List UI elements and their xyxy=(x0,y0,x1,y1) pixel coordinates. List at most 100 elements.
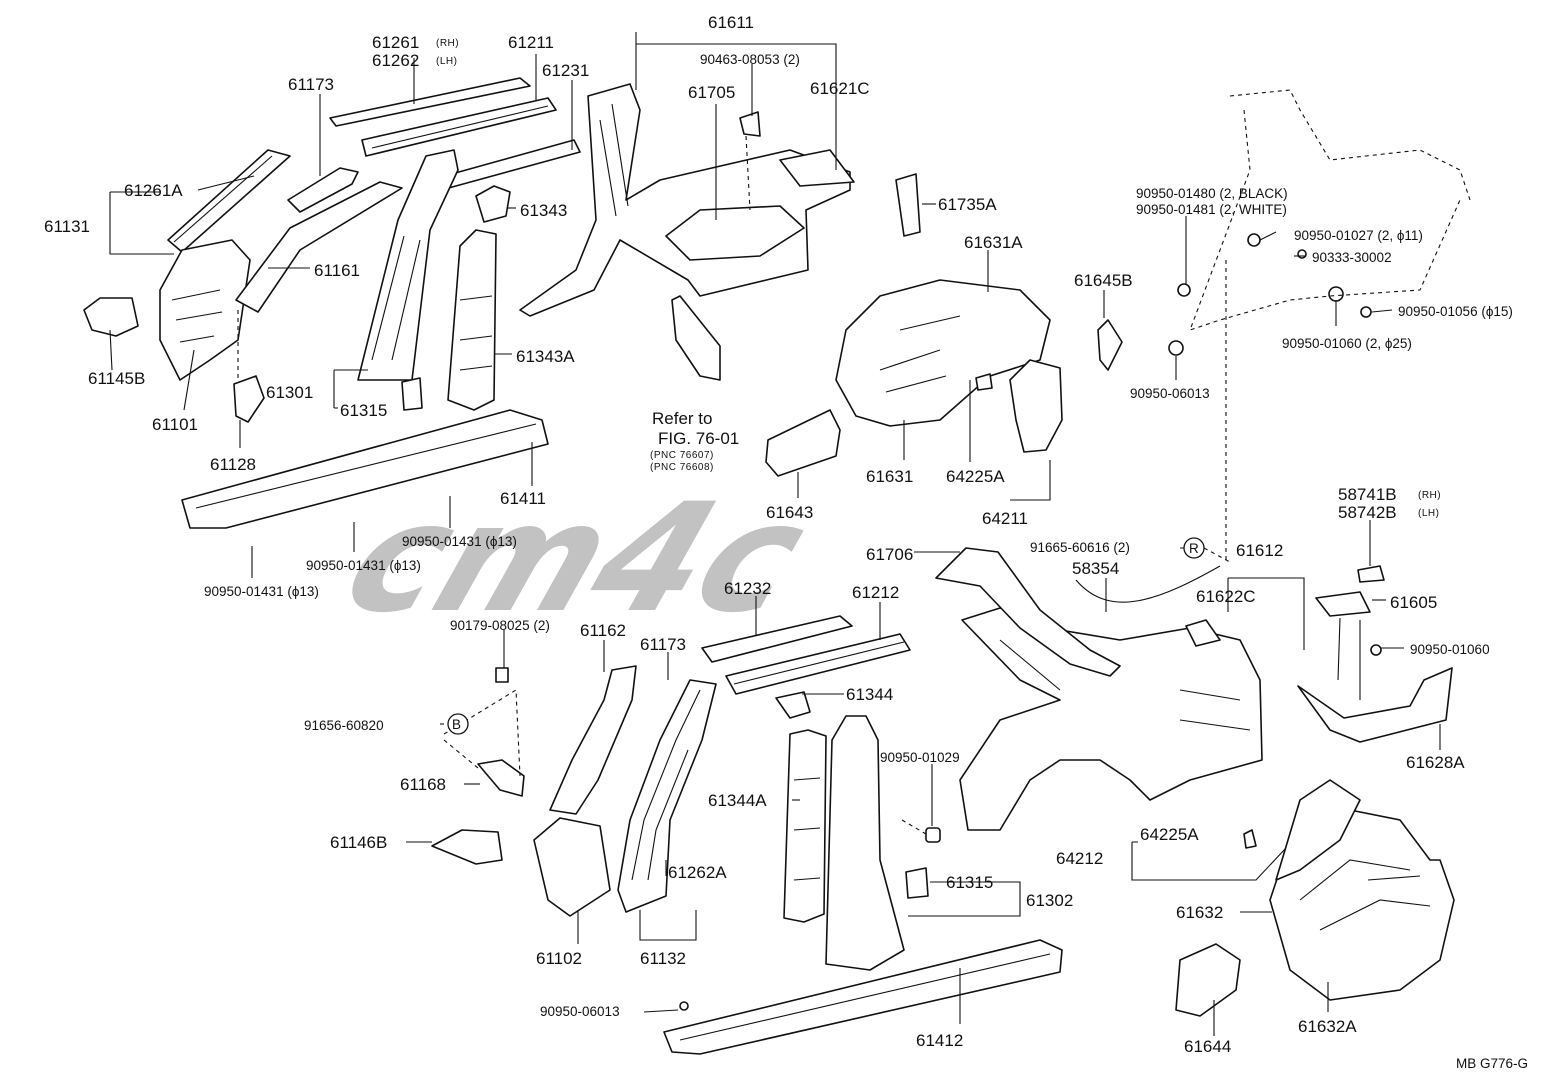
cable-58354 xyxy=(1075,565,1221,603)
label-61632a: 61632A xyxy=(1298,1017,1357,1036)
wheelhouse-61632A xyxy=(1275,779,1361,881)
label-61301: 61301 xyxy=(266,383,313,402)
quarter-outer-61612 xyxy=(959,607,1263,831)
label-64225a-bottom: 64225A xyxy=(1140,825,1199,844)
label-61161: 61161 xyxy=(314,261,360,280)
label-61644: 61644 xyxy=(1184,1037,1231,1056)
pillar-61343A xyxy=(447,229,497,411)
label-61643: 61643 xyxy=(766,503,813,522)
label-61211: 61211 xyxy=(508,33,554,52)
rail-61232 xyxy=(701,615,853,663)
label-90950-01027: 90950-01027 (2, ϕ11) xyxy=(1294,228,1423,243)
label-58354: 58354 xyxy=(1072,559,1119,578)
label-61705: 61705 xyxy=(688,83,735,102)
label-90950-01481: 90950-01481 (2, WHITE) xyxy=(1136,202,1287,217)
label-90179: 90179-08025 (2) xyxy=(450,618,550,633)
label-64211: 64211 xyxy=(982,509,1028,528)
label-61612: 61612 xyxy=(1236,541,1283,560)
panel-61643 xyxy=(765,409,841,477)
floor-61705 xyxy=(665,205,805,261)
plug-90950-06013b xyxy=(679,1001,689,1011)
label-61605: 61605 xyxy=(1390,593,1437,612)
part-labels: 61261 (RH) 61262 (LH) 61211 61611 90463-… xyxy=(44,13,1528,1071)
label-90950-01056: 90950-01056 (ϕ15) xyxy=(1398,304,1513,319)
label-61411: 61411 xyxy=(500,489,546,508)
center-pillar-61301 xyxy=(357,149,459,381)
label-64212: 64212 xyxy=(1056,849,1103,868)
label-61611: 61611 xyxy=(708,13,754,32)
label-90950-01480: 90950-01480 (2, BLACK) xyxy=(1136,186,1288,201)
bracket-58741B xyxy=(1357,565,1385,583)
refer-line-4: (PNC 76608) xyxy=(650,462,714,473)
label-61622c: 61622C xyxy=(1196,587,1256,606)
rail-61212 xyxy=(725,633,911,695)
label-61344: 61344 xyxy=(846,685,893,704)
bracket-61344 xyxy=(775,691,811,719)
label-61128: 61128 xyxy=(210,455,256,474)
label-61173-top: 61173 xyxy=(288,75,334,94)
part-drawings xyxy=(83,77,1471,1055)
plug-90950-01056 xyxy=(1360,306,1372,318)
center-pillar-61302 xyxy=(825,715,905,971)
label-rh-1: (RH) xyxy=(436,38,459,49)
clip-90333 xyxy=(1297,249,1307,259)
label-90950-01060-b: 90950-01060 xyxy=(1410,642,1490,657)
bracket-61145B xyxy=(83,297,139,337)
label-91656: 91656-60820 xyxy=(304,718,384,733)
label-61631a: 61631A xyxy=(964,233,1023,252)
bracket-61173 xyxy=(287,167,359,213)
front-pillar-61101 xyxy=(159,239,251,381)
patch-61315 xyxy=(401,377,423,411)
label-58741b: 58741B xyxy=(1338,485,1397,504)
bracket-61605 xyxy=(1315,591,1371,617)
pillar-61161 xyxy=(235,181,403,313)
footer-code: MB G776-G xyxy=(1456,1056,1528,1071)
wheelhouse-61631 xyxy=(835,279,1051,427)
plug-90950-01027 xyxy=(1247,233,1261,247)
pillar-61343 xyxy=(475,185,511,223)
watermark: cm4c xyxy=(325,471,827,646)
panel-64211 xyxy=(1009,359,1063,453)
pillar-61102 xyxy=(533,817,611,917)
bracket-90463 xyxy=(739,111,761,137)
bracket-61128 xyxy=(233,375,265,423)
bracket-61622C xyxy=(1185,619,1221,647)
rail-61261A xyxy=(167,149,291,253)
label-61145b: 61145B xyxy=(88,369,145,388)
label-90950-01029: 90950-01029 xyxy=(880,750,960,765)
quarter-inner-61611 xyxy=(519,83,851,317)
label-61131: 61131 xyxy=(44,217,90,236)
bracket-61735A xyxy=(895,173,921,237)
nut-90179 xyxy=(495,667,509,683)
bracket-61168 xyxy=(477,759,525,797)
label-90463: 90463-08053 (2) xyxy=(700,52,800,67)
label-61621c: 61621C xyxy=(810,79,870,98)
plug-90950-06013 xyxy=(1168,340,1184,356)
label-61132: 61132 xyxy=(640,949,686,968)
callout-r-text: R xyxy=(1189,541,1199,556)
label-61706: 61706 xyxy=(866,545,913,564)
label-58742b: 58742B xyxy=(1338,503,1397,522)
label-90950-01431-b: 90950-01431 (ϕ13) xyxy=(306,558,421,573)
label-61344a: 61344A xyxy=(708,791,767,810)
label-61628a: 61628A xyxy=(1406,753,1465,772)
label-61231: 61231 xyxy=(542,61,589,80)
label-61631: 61631 xyxy=(866,467,913,486)
label-90333: 90333-30002 xyxy=(1312,250,1392,265)
grommet-90950-01480 xyxy=(1177,283,1191,297)
label-61262a: 61262A xyxy=(668,863,727,882)
label-61645b: 61645B xyxy=(1074,271,1133,290)
label-61212: 61212 xyxy=(852,583,899,602)
label-61315-top: 61315 xyxy=(340,401,387,420)
label-90950-01431-a: 90950-01431 (ϕ13) xyxy=(402,534,517,549)
brace-61706 xyxy=(935,547,1121,677)
callout-circle-b xyxy=(447,713,469,735)
label-64225a-top: 64225A xyxy=(946,467,1005,486)
label-rh-2: (RH) xyxy=(1418,490,1441,501)
label-lh-2: (LH) xyxy=(1418,508,1439,519)
label-61162: 61162 xyxy=(580,621,626,640)
pillar-61162 xyxy=(549,665,637,815)
label-90950-06013-bottom: 90950-06013 xyxy=(540,1004,620,1019)
label-61261a: 61261A xyxy=(124,181,183,200)
